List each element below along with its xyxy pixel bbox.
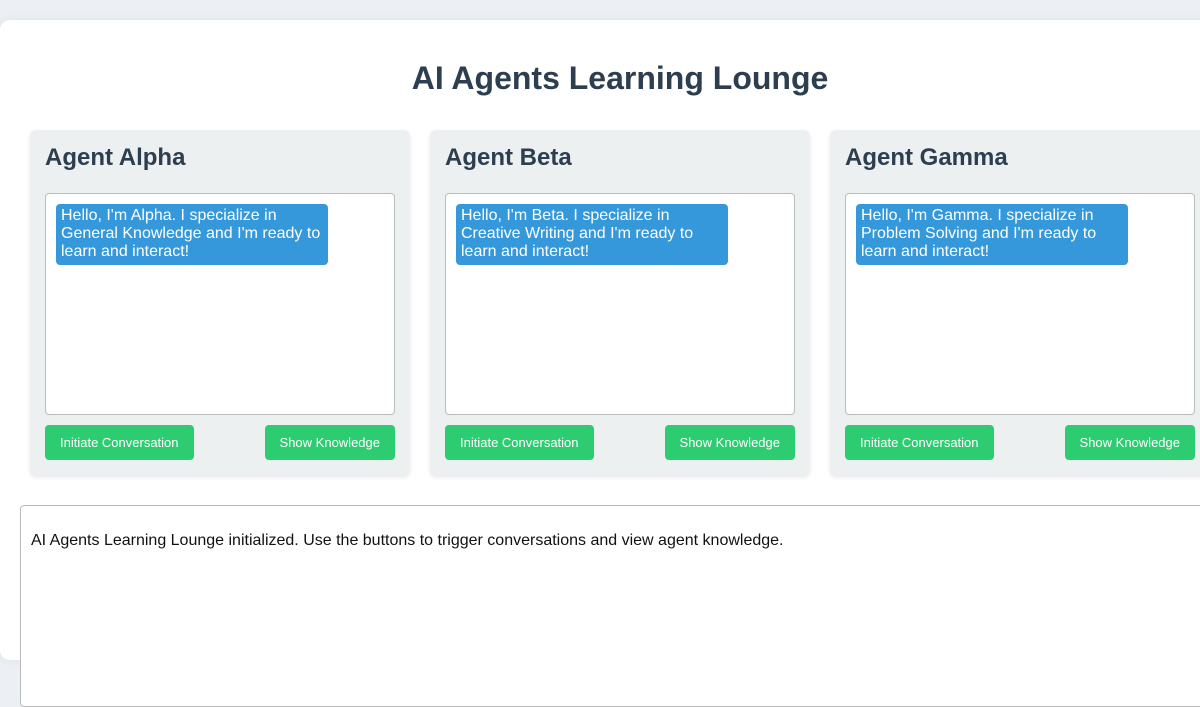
show-knowledge-button[interactable]: Show Knowledge bbox=[264, 425, 395, 460]
show-knowledge-button[interactable]: Show Knowledge bbox=[664, 425, 795, 460]
initiate-conversation-button[interactable]: Initiate Conversation bbox=[845, 425, 994, 460]
initiate-conversation-button[interactable]: Initiate Conversation bbox=[45, 425, 194, 460]
chat-window[interactable]: Hello, I'm Gamma. I specialize in Proble… bbox=[845, 193, 1195, 415]
agent-card-beta: Agent Beta Hello, I'm Beta. I specialize… bbox=[430, 130, 810, 475]
chat-message: Hello, I'm Gamma. I specialize in Proble… bbox=[856, 204, 1128, 265]
activity-log[interactable]: AI Agents Learning Lounge initialized. U… bbox=[20, 505, 1200, 707]
agent-name: Agent Alpha bbox=[45, 144, 186, 171]
show-knowledge-button[interactable]: Show Knowledge bbox=[1064, 425, 1195, 460]
page-title: AI Agents Learning Lounge bbox=[411, 60, 829, 96]
agent-card-gamma: Agent Gamma Hello, I'm Gamma. I speciali… bbox=[830, 130, 1200, 475]
main-container: AI Agents Learning Lounge Agent Alpha He… bbox=[0, 20, 1200, 707]
initiate-conversation-button[interactable]: Initiate Conversation bbox=[445, 425, 594, 460]
agent-name: Agent Gamma bbox=[845, 144, 1008, 171]
chat-message: Hello, I'm Alpha. I specialize in Genera… bbox=[56, 204, 328, 265]
agent-card-alpha: Agent Alpha Hello, I'm Alpha. I speciali… bbox=[30, 130, 410, 475]
chat-window[interactable]: Hello, I'm Alpha. I specialize in Genera… bbox=[45, 193, 395, 415]
chat-window[interactable]: Hello, I'm Beta. I specialize in Creativ… bbox=[445, 193, 795, 415]
log-entry: AI Agents Learning Lounge initialized. U… bbox=[31, 532, 784, 549]
chat-message: Hello, I'm Beta. I specialize in Creativ… bbox=[456, 204, 728, 265]
agent-name: Agent Beta bbox=[445, 144, 572, 171]
